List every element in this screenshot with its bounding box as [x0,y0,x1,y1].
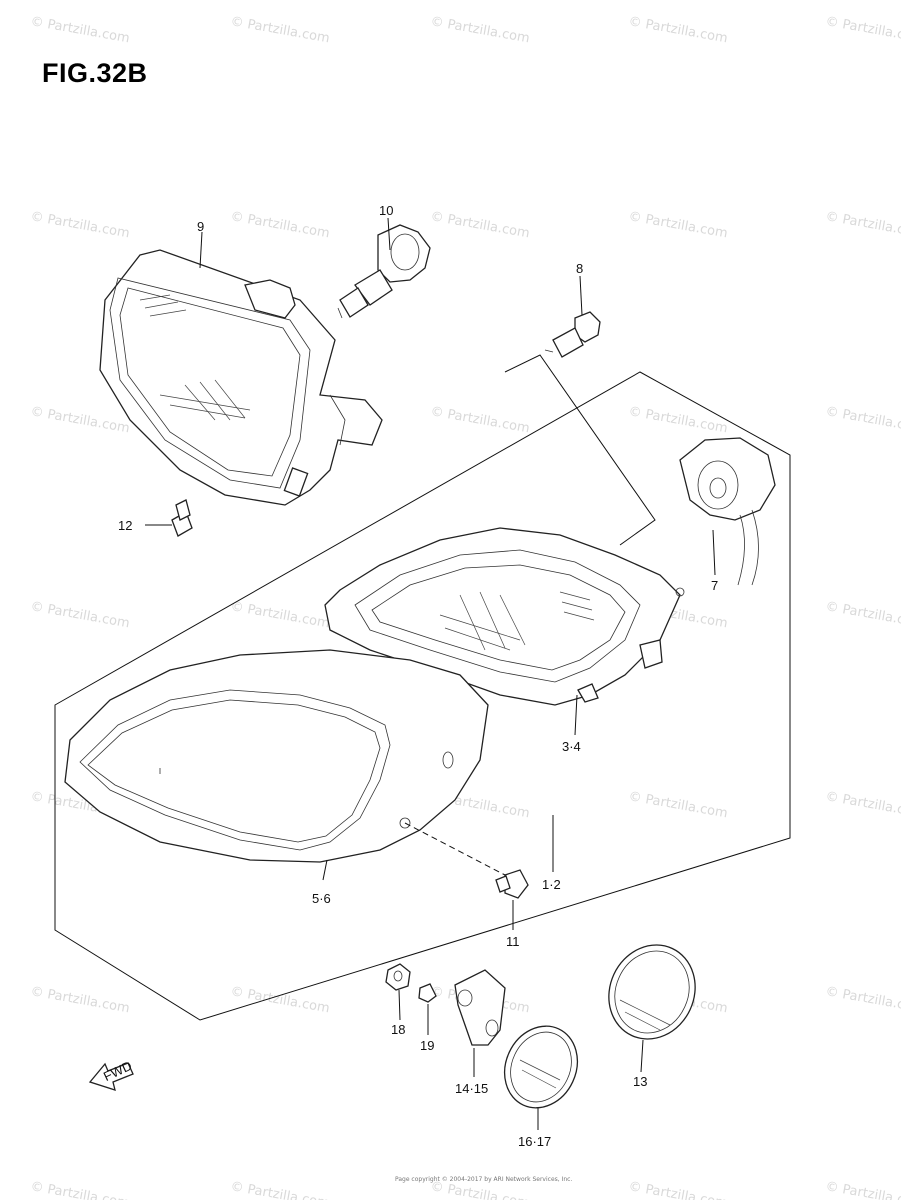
watermark-text: © Partzilla.com [429,14,530,46]
watermark-text: © Partzilla.com [229,1179,330,1200]
callout-labels: 9 10 8 12 7 3·4 1·2 5·6 11 18 19 14·15 1… [118,203,718,1149]
watermark-text: © Partzilla.com [627,404,728,436]
callout-18: 18 [391,1022,405,1037]
callout-19: 19 [420,1038,434,1053]
headlight-bezel-part-5-6[interactable] [64,649,489,863]
callout-10: 10 [379,203,393,218]
callout-12: 12 [118,518,132,533]
socket-part-7[interactable] [679,437,776,586]
watermark-text: © Partzilla.com [627,1179,728,1200]
nut-part-18[interactable] [385,963,411,991]
watermark-text: © Partzilla.com [824,984,901,1016]
watermark-text: © Partzilla.com [229,209,330,241]
callout-16-17: 16·17 [518,1134,551,1149]
watermark-text: © Partzilla.com [229,14,330,46]
bracket-part-14-15[interactable] [454,969,506,1046]
watermark-text: © Partzilla.com [29,209,130,241]
fwd-arrow-icon: FWD [88,1058,134,1091]
small-bulb-part-8[interactable] [544,311,601,358]
bolt-part-12[interactable] [171,499,193,537]
reflector-part-16-17[interactable] [492,1014,591,1120]
callout-7: 7 [711,578,718,593]
watermark-text: © Partzilla.com [29,984,130,1016]
bulb-part-10[interactable] [337,224,431,319]
watermark-text: © Partzilla.com [429,209,530,241]
copyright-footer: Page copyright © 2004-2017 by ARI Networ… [395,1176,572,1183]
watermark-text: © Partzilla.com [29,404,130,436]
callout-14-15: 14·15 [455,1081,488,1096]
assembly-outline [54,371,791,1021]
callout-8: 8 [576,261,583,276]
watermark-text: © Partzilla.com [229,984,330,1016]
callout-13: 13 [633,1074,647,1089]
collar-part-19[interactable] [418,983,437,1003]
screw-part-11[interactable] [495,869,529,899]
watermark-text: © Partzilla.com [824,599,901,631]
watermark-text: © Partzilla.com [824,404,901,436]
leader-lines [145,217,716,1130]
watermark-text: © Partzilla.com [627,209,728,241]
watermark-text: © Partzilla.com [627,789,728,821]
callout-9: 9 [197,219,204,234]
figure-title: FIG.32B [42,58,148,88]
watermark-text: © Partzilla.com [429,404,530,436]
watermark-text: © Partzilla.com [824,209,901,241]
watermark-text: © Partzilla.com [824,1179,901,1200]
headlight-unit-part-9[interactable] [99,249,383,506]
watermark-text: © Partzilla.com [229,599,330,631]
callout-11: 11 [506,934,520,949]
watermark-text: © Partzilla.com [29,599,130,631]
callout-1-2: 1·2 [542,877,561,892]
watermark-text: © Partzilla.com [29,14,130,46]
watermark-text: © Partzilla.com [824,789,901,821]
reflector-lens-part-13[interactable] [594,931,711,1054]
watermark-text: © Partzilla.com [29,1179,130,1200]
callout-5-6: 5·6 [312,891,331,906]
callout-3-4: 3·4 [562,739,581,754]
watermark-text: © Partzilla.com [824,14,901,46]
watermark-text: © Partzilla.com [627,14,728,46]
